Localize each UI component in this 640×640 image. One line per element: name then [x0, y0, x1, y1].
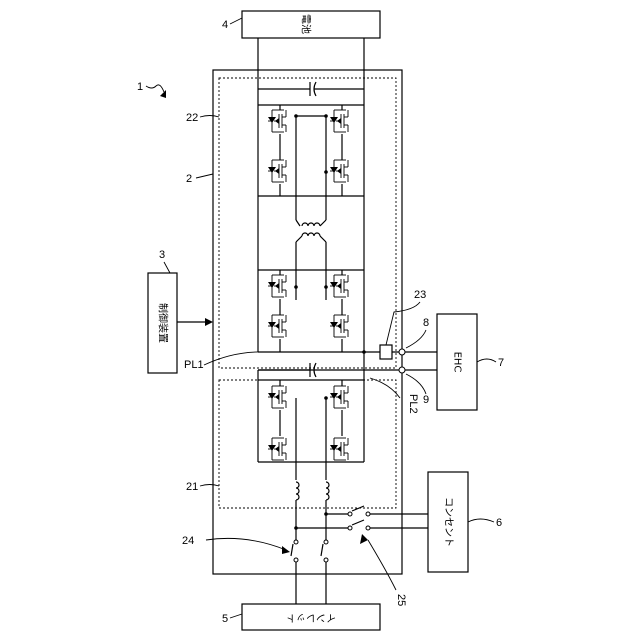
terminal-8	[399, 349, 405, 355]
terminal-8-leader	[406, 330, 426, 348]
converter-21-box	[219, 380, 396, 508]
relay-24	[291, 540, 328, 604]
ehc-block: EHC	[437, 314, 477, 410]
sensor-23	[380, 345, 392, 359]
sensor-ref: 23	[414, 289, 426, 301]
mosfet-bridge-22-upper	[258, 105, 364, 220]
converter-22-ref: 22	[186, 112, 198, 124]
terminal-9-ref: 9	[423, 394, 429, 406]
capacitor-bottom	[258, 363, 316, 377]
controller-ref: 3	[159, 249, 165, 261]
relay-25	[294, 506, 428, 530]
converter-21-ref: 21	[186, 481, 198, 493]
inlet-ref: 5	[222, 613, 228, 625]
inlet-label: インレット	[286, 612, 336, 623]
charger-ref-leader	[196, 174, 213, 178]
controller-ref-leader	[164, 262, 170, 273]
battery-ref: 4	[222, 19, 228, 31]
capacitor-top	[258, 82, 364, 96]
converter-22-box	[219, 78, 396, 368]
pl1-label: PL1	[184, 359, 204, 371]
charger-ref: 2	[186, 173, 192, 185]
battery-block: 電池	[242, 11, 380, 38]
relay-25-arrow	[360, 534, 368, 544]
sensor-leader	[386, 302, 420, 345]
mosfet-bridge-22-lower	[258, 270, 364, 352]
controller-block: 制御装置	[148, 273, 177, 373]
terminal-9	[399, 367, 405, 373]
controller-label: 制御装置	[157, 303, 170, 343]
system-ref-leader	[146, 85, 164, 92]
battery-ref-leader	[230, 18, 242, 24]
battery-label: 電池	[300, 14, 313, 34]
converter-21-leader	[200, 485, 219, 487]
outlet-ref-leader	[468, 519, 494, 522]
converter-22-leader	[200, 116, 219, 118]
inlet-block: インレット	[242, 604, 380, 630]
transformer	[296, 220, 326, 300]
outlet-ref: 6	[496, 517, 502, 529]
ehc-ref-leader	[477, 359, 496, 362]
pl2-label: PL2	[407, 394, 419, 414]
relay-24-ref: 24	[182, 535, 194, 547]
relay-25-ref: 25	[395, 594, 407, 606]
ehc-label: EHC	[452, 352, 463, 373]
relay-24-leader	[206, 538, 286, 550]
input-inductors	[296, 482, 329, 540]
ehc-ref: 7	[498, 357, 504, 369]
terminal-9-leader	[406, 374, 426, 394]
terminal-8-ref: 8	[423, 317, 429, 329]
charger-outline	[213, 70, 402, 574]
inlet-ref-leader	[230, 614, 242, 618]
system-ref-arrow	[160, 90, 166, 98]
outlet-label: コンセント	[443, 497, 455, 547]
pl2-leader	[370, 378, 400, 398]
relay-25-leader	[368, 540, 396, 590]
relay-24-arrow	[282, 546, 290, 554]
system-ref: 1	[137, 81, 143, 93]
mosfet-bridge-21	[258, 370, 364, 480]
outlet-block: コンセント	[428, 472, 468, 572]
control-signal-arrow	[205, 318, 213, 326]
